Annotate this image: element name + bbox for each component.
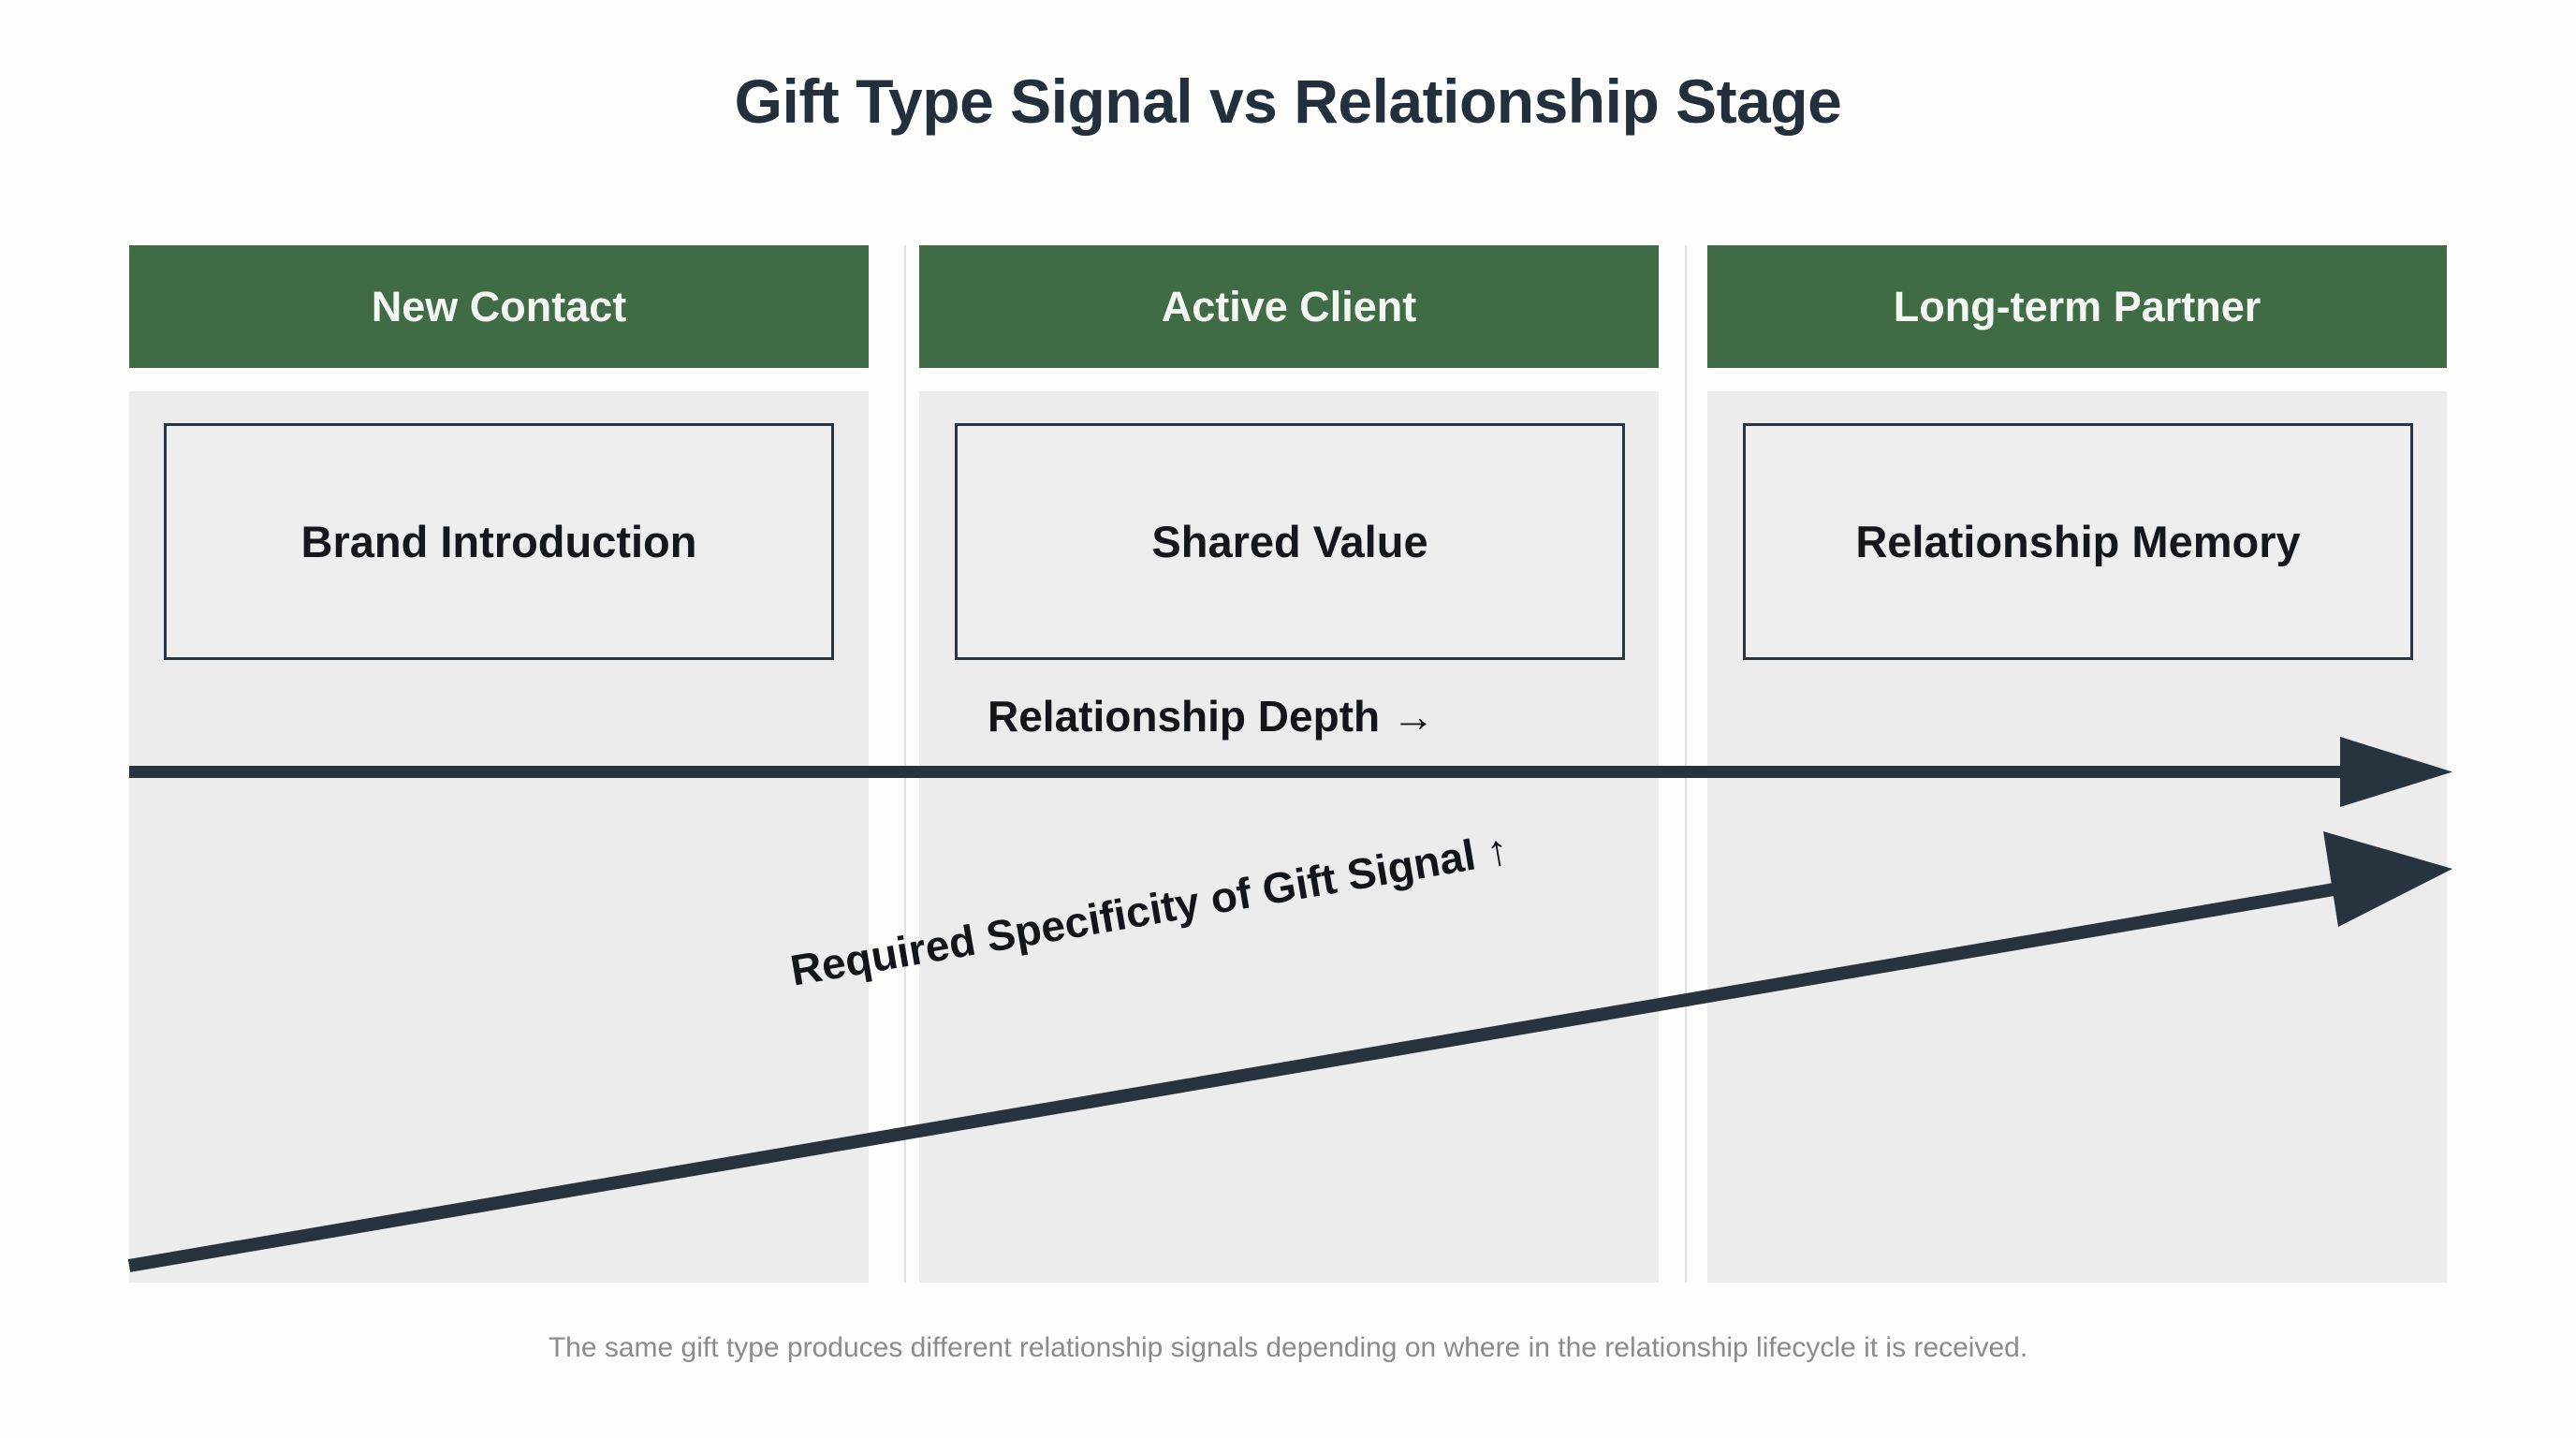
figure-caption: The same gift type produces different re…: [548, 1332, 2028, 1363]
card-label: Relationship Memory: [1855, 517, 2301, 566]
column-header-label: New Contact: [371, 282, 627, 330]
column-header-active-client: Active Client: [919, 245, 1659, 368]
card-label: Brand Introduction: [300, 517, 697, 566]
card-brand-introduction: Brand Introduction: [164, 423, 834, 660]
relationship-depth-label: Relationship Depth →: [988, 692, 1435, 741]
column-header-label: Active Client: [1161, 282, 1417, 330]
column-divider-2: [1685, 245, 1687, 1283]
column-header-new-contact: New Contact: [129, 245, 869, 368]
card-label: Shared Value: [1151, 517, 1428, 566]
column-header-label: Long-term Partner: [1893, 282, 2261, 330]
page-title: Gift Type Signal vs Relationship Stage: [734, 66, 1842, 136]
card-relationship-memory: Relationship Memory: [1743, 423, 2413, 660]
card-shared-value: Shared Value: [955, 423, 1625, 660]
column-header-long-term-partner: Long-term Partner: [1707, 245, 2447, 368]
column-divider-1: [904, 245, 906, 1283]
